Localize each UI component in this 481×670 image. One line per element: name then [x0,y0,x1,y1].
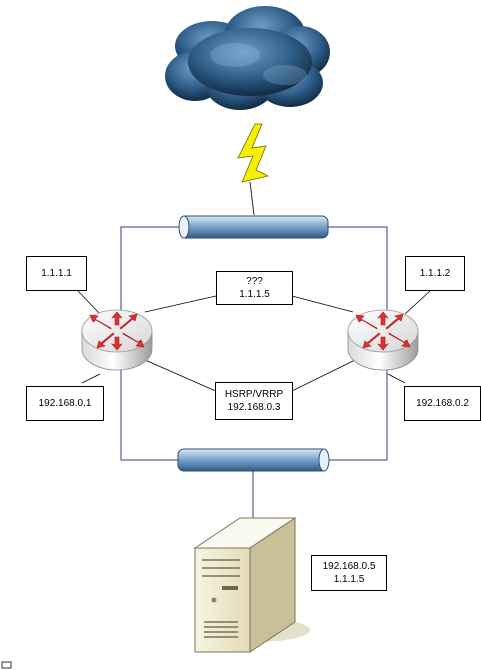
cloud-icon [165,6,330,110]
label-connectors [77,290,431,393]
wan-left-connector [77,290,101,315]
wan-bus-icon [178,215,329,239]
lan-left-ip-label: 192.168.0.1 [26,386,104,421]
virtual-wan-right-connector [291,295,354,313]
virtual-wan-label: ??? 1.1.1.5 [216,271,293,305]
server-ip-label: 192.168.0.5 1.1.1.5 [311,555,387,591]
virtual-lan-right-connector [289,359,356,393]
router-right-icon [347,309,419,371]
server-line2: 1.1.1.5 [333,574,365,585]
lan-left-connector [81,373,101,384]
lan-right-ip-text: 192.168.0.2 [416,398,469,409]
virtual-lan-line1: HSRP/VRRP [224,389,284,400]
server-icon [193,517,310,653]
wan-left-ip-text: 1.1.1.1 [41,268,72,279]
wan-left-ip-label: 1.1.1.1 [26,256,87,291]
lan-left-ip-text: 192.168.0.1 [38,398,92,409]
page-indicator-icon [1,661,12,669]
lan-right-connector [387,373,406,384]
router-left-icon [81,309,153,371]
virtual-lan-label: HSRP/VRRP 192.168.0.3 [215,382,293,420]
lan-bus-icon [177,448,330,472]
virtual-wan-line2: 1.1.1.5 [239,289,270,300]
virtual-lan-line2: 192.168.0.3 [227,402,281,413]
virtual-lan-left-connector [144,359,219,393]
server-line1: 192.168.0.5 [322,561,376,572]
wan-right-connector [404,290,431,315]
virtual-wan-line1: ??? [246,276,263,287]
virtual-wan-left-connector [144,295,217,313]
lan-right-ip-label: 192.168.0.2 [404,386,481,421]
lightning-icon [237,123,270,183]
wan-right-ip-text: 1.1.1.2 [419,268,451,279]
wan-right-ip-label: 1.1.1.2 [405,256,465,291]
